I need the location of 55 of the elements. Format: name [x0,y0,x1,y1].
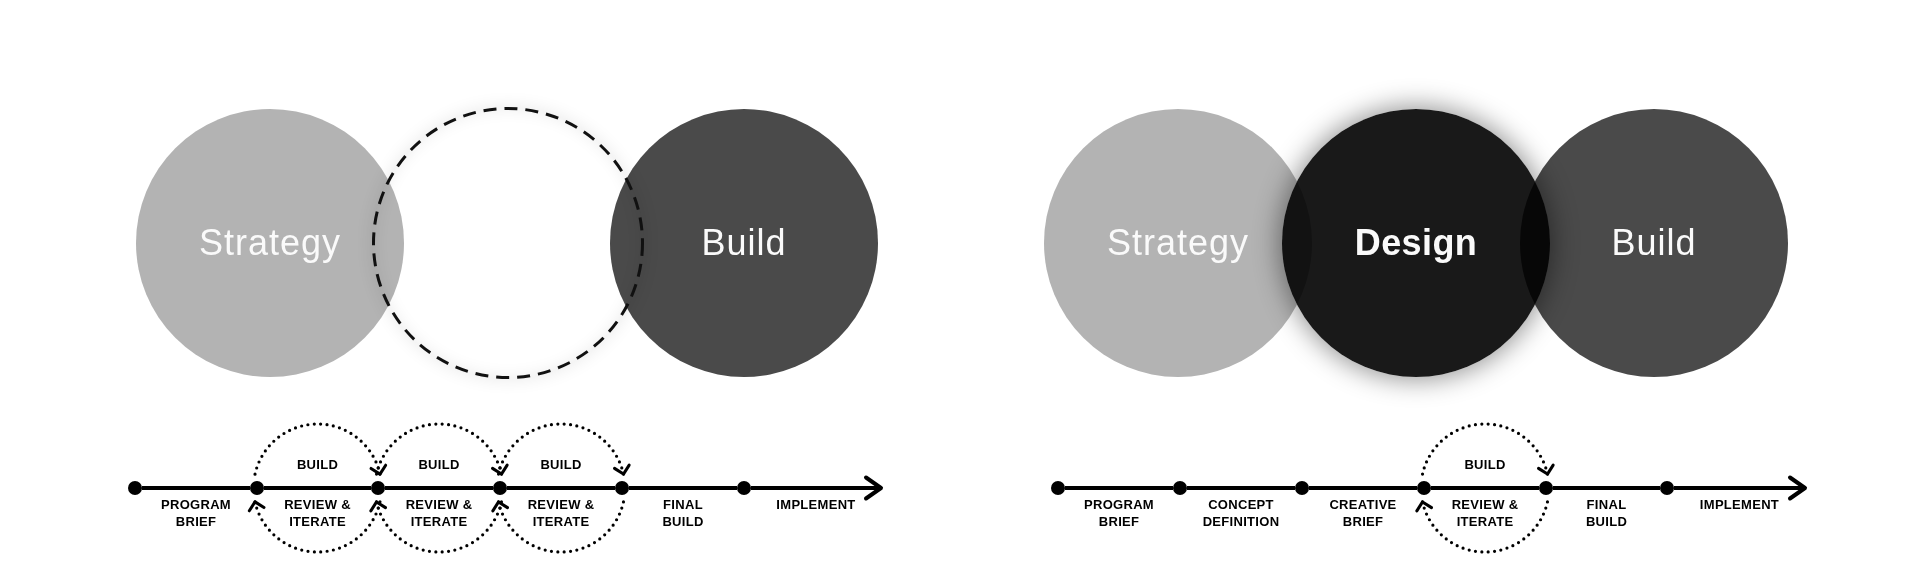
loop-arrow [248,500,382,554]
timeline-line [1187,486,1295,490]
edge-label: FINAL BUILD [661,496,705,530]
timeline-line [1431,486,1539,490]
circle-label: Strategy [198,222,342,264]
timeline-dot [615,481,629,495]
timeline-line [1065,486,1173,490]
edge-label: BUILD [295,456,340,473]
timeline-dot [250,481,264,495]
loop-arrow [374,422,509,476]
edge-label: REVIEW & ITERATE [404,496,474,530]
timeline-dot [1660,481,1674,495]
timeline-dot [1295,481,1309,495]
edge-label: BUILD [1463,456,1507,473]
edge-label: BUILD [539,456,583,473]
edge-label: PROGRAM BRIEF [1083,496,1155,530]
loop-arrow [369,500,504,554]
timeline-dot [371,481,385,495]
timeline-line [1309,486,1417,490]
edge-label: PROGRAM BRIEF [160,496,232,530]
timeline-dot [737,481,751,495]
edge-label: REVIEW & ITERATE [526,496,596,530]
timeline-dot [1173,481,1187,495]
circle-label: Build [701,222,787,264]
edge-label: FINAL BUILD [1584,496,1629,530]
venn-circle [1282,109,1550,377]
edge-label: IMPLEMENT [775,496,857,513]
timeline-line [142,486,250,490]
circle-label: Build [1611,222,1697,264]
loop-arrow [491,500,626,554]
timeline-line [1553,486,1660,490]
timeline-line [629,486,737,490]
timeline-line [385,486,493,490]
circle-label: Strategy [1106,222,1250,264]
loop-arrow [1415,500,1550,554]
edge-label: CONCEPT DEFINITION [1201,496,1281,530]
edge-label: CREATIVE BRIEF [1328,496,1398,530]
timeline-arrow [751,475,883,501]
edge-label: REVIEW & ITERATE [283,496,352,530]
timeline-dot [493,481,507,495]
edge-label: REVIEW & ITERATE [1450,496,1520,530]
timeline-dot [1417,481,1431,495]
dashed-circle [372,107,644,379]
timeline-line [264,486,371,490]
timeline-dot [1051,481,1065,495]
timeline-dot [128,481,142,495]
loop-arrow [496,422,631,476]
edge-label: BUILD [417,456,461,473]
loop-arrow [253,422,387,476]
loop-arrow [1420,422,1555,476]
timeline-line [507,486,615,490]
edge-label: IMPLEMENT [1698,496,1781,513]
timeline-dot [1539,481,1553,495]
circle-label: Design [1354,222,1478,264]
timeline-arrow [1674,475,1807,501]
